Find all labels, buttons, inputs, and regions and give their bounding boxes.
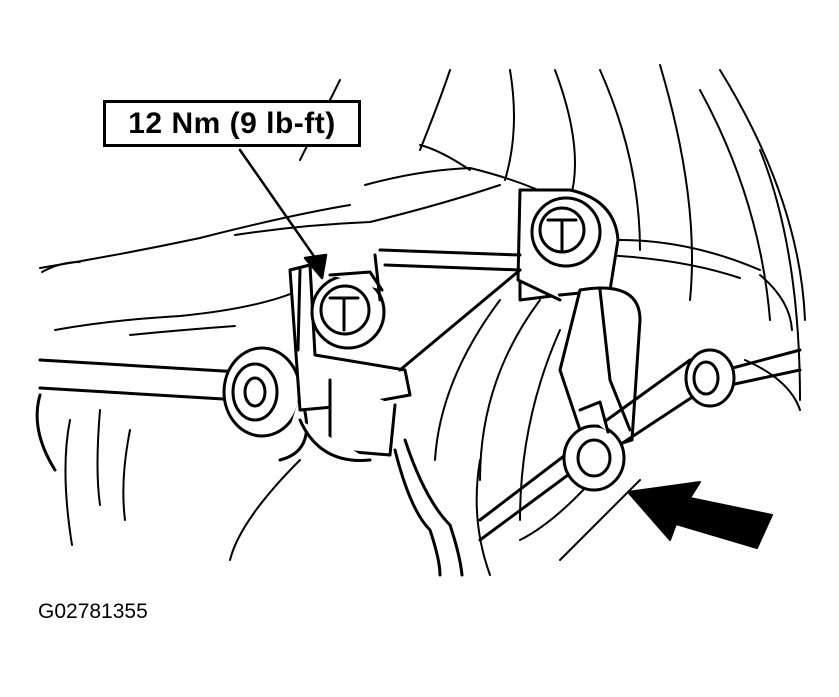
- torque-spec-callout: 12 Nm (9 lb-ft): [103, 100, 361, 147]
- cable-grommet-right: [562, 348, 736, 492]
- solid-pointer-arrow-icon: [627, 481, 773, 549]
- figure-id: G02781355: [38, 600, 148, 623]
- background-contours: [39, 64, 806, 576]
- torque-spec-label: 12 Nm (9 lb-ft): [128, 106, 336, 140]
- cable-grommet-left: [222, 346, 309, 462]
- bracket-left: [288, 263, 412, 462]
- hex-bolt-icon: [310, 270, 386, 350]
- brake-cable-right: [478, 348, 802, 542]
- torque-leader-line: [238, 148, 328, 280]
- hex-bolt-upper-icon: [530, 196, 602, 268]
- brake-cable-left: [35, 358, 242, 472]
- lower-cable: [393, 438, 464, 577]
